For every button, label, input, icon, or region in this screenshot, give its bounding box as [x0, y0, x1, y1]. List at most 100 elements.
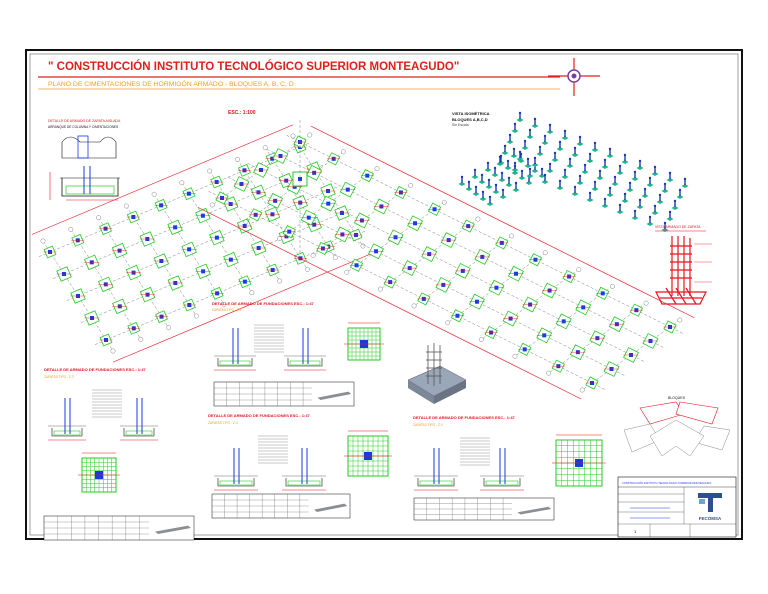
iso-footing	[571, 153, 579, 157]
iso-footing	[596, 176, 604, 180]
key-plan: BLOQUES	[623, 396, 731, 457]
key-plan-title: BLOQUES	[668, 396, 686, 400]
iso-footing	[556, 147, 564, 151]
iso-footing	[531, 163, 539, 167]
iso-footing	[591, 187, 599, 191]
iso-footing	[576, 142, 584, 146]
detail-3-title: DETALLE DE ARMADO DE FUNDACIONES ESC.: 1…	[208, 413, 311, 418]
iso-footing	[646, 222, 654, 226]
iso-footing	[484, 168, 492, 172]
iso-footing	[504, 166, 512, 170]
iso-footing	[561, 175, 569, 179]
detail-1-sub: ZAPATAS TIPO - Z-1	[212, 308, 242, 312]
iso-footing	[521, 146, 529, 150]
iso-footing	[516, 118, 524, 122]
iso-footing	[478, 180, 486, 184]
detail-4-sub: ZAPATAS TIPO - Z-4	[413, 423, 443, 427]
iso-footing	[526, 135, 534, 139]
iso-footing	[666, 217, 674, 221]
iso-footing	[518, 176, 526, 180]
iso-footing	[511, 129, 519, 133]
iso-footing	[551, 158, 559, 162]
detail-2-title: DETALLE DE ARMADO DE FUNDACIONES ESC.: 1…	[44, 367, 147, 372]
foundation-plan	[31, 120, 695, 400]
company-logo	[698, 493, 722, 512]
iso-footing	[556, 186, 564, 190]
iso-footing	[626, 188, 634, 192]
footing-section	[123, 428, 155, 437]
iso-footing	[606, 154, 614, 158]
footing-section	[417, 478, 455, 487]
iso-footing	[511, 171, 519, 175]
iso-footing	[616, 171, 624, 175]
iso-footing	[676, 195, 684, 199]
iso-footing	[661, 189, 669, 193]
iso-footing	[506, 140, 514, 144]
drawing-subtitle: PLANO DE CIMENTACIONES DE HORMIGÓN ARMAD…	[48, 79, 294, 88]
iso-footing	[631, 216, 639, 220]
cage-title: VISTA ARMADO DE ZAPATA	[655, 225, 701, 229]
iso-footing	[510, 154, 518, 158]
detail-1-title: DETALLE DE ARMADO DE FUNDACIONES ESC.: 1…	[212, 301, 315, 306]
title-block-project: CONSTRUCCIÓN INSTITUTO TECNOLÓGICO SUPER…	[622, 480, 711, 485]
drawing-title: " CONSTRUCCIÓN INSTITUTO TECNOLÓGICO SUP…	[48, 60, 459, 73]
footing-section	[483, 478, 521, 487]
iso-footing	[616, 210, 624, 214]
iso-footing	[631, 177, 639, 181]
iso-subtitle: BLOQUES A,B,C,D	[452, 117, 488, 122]
footing-section	[217, 358, 253, 367]
iso-footing	[586, 159, 594, 163]
iso-footing	[591, 148, 599, 152]
iso-footing	[651, 211, 659, 215]
iso-footing	[546, 130, 554, 134]
iso-footing	[636, 166, 644, 170]
iso-footing	[651, 172, 659, 176]
iso-footing	[491, 173, 499, 177]
iso-footing	[485, 185, 493, 189]
iso-footing	[526, 174, 534, 178]
iso-footing	[601, 204, 609, 208]
left-detail-title: DETALLE DE ARMADO DE ZAPATA AISLADA	[48, 119, 121, 123]
iso-footing	[671, 206, 679, 210]
iso-footing	[458, 182, 466, 186]
iso-footing	[492, 190, 500, 194]
iso-footing	[621, 160, 629, 164]
iso-footing	[465, 187, 473, 191]
iso-footing	[512, 188, 520, 192]
iso-footing	[525, 181, 533, 185]
footing-3d-render	[407, 343, 467, 404]
plan-scale-label: ESC.: 1:100	[228, 110, 256, 116]
iso-footing	[541, 180, 549, 184]
iso-footing	[566, 164, 574, 168]
logo-mark	[548, 58, 600, 96]
footing-section	[217, 478, 255, 487]
iso-footing	[601, 165, 609, 169]
iso-footing	[531, 124, 539, 128]
column-cage-detail: VISTA ARMADO DE ZAPATA	[655, 225, 712, 305]
iso-footing	[479, 197, 487, 201]
iso-footing	[641, 194, 649, 198]
iso-footing	[546, 169, 554, 173]
left-detail-subtitle: ARRANQUE DE COLUMNA Y CIMENTACIONES	[48, 125, 118, 129]
detail-2-sub: ZAPATAS TIPO - Z-2	[44, 375, 74, 379]
iso-footing	[499, 195, 507, 199]
footing-section	[51, 428, 83, 437]
iso-footing	[472, 192, 480, 196]
iso-footing	[496, 162, 504, 166]
title-block: CONSTRUCCIÓN INSTITUTO TECNOLÓGICO SUPER…	[617, 476, 737, 538]
iso-footing	[581, 170, 589, 174]
footing-section	[287, 358, 323, 367]
iso-footing	[646, 183, 654, 187]
iso-footing	[505, 183, 513, 187]
iso-footing	[656, 200, 664, 204]
company-name: FECOMSA	[699, 516, 722, 521]
isometric-view	[458, 111, 689, 232]
detail-3-sub: ZAPATAS TIPO - Z-3	[208, 421, 238, 425]
iso-footing	[621, 199, 629, 203]
iso-footing	[511, 168, 519, 172]
iso-title: VISTA ISOMÉTRICA	[452, 111, 490, 116]
iso-footing	[576, 181, 584, 185]
iso-footing	[666, 178, 674, 182]
iso-footing	[571, 192, 579, 196]
